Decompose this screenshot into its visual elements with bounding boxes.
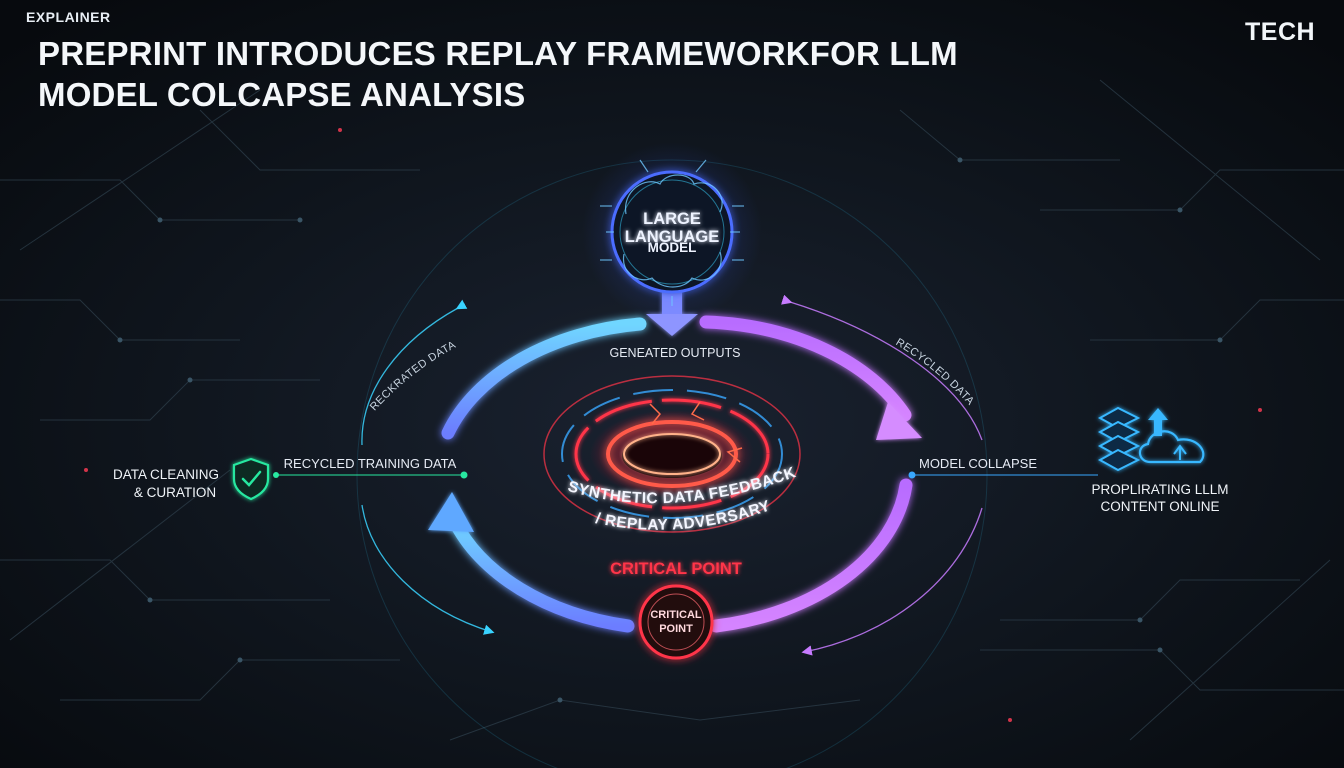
page-title-line2: MODEL COLCAPSE ANALYSIS	[38, 76, 526, 113]
brand-logo: TECH	[1245, 18, 1316, 46]
data-cleaning-line1: DATA CLEANING	[113, 467, 219, 482]
llm-label-line2: LANGUAGE	[625, 228, 719, 246]
page-title-line1: PREPRINT INTRODUCES REPLAY FRAMEWORKFOR …	[38, 35, 958, 72]
data-cleaning-line2: & CURATION	[134, 485, 216, 500]
proliferating-line2: CONTENT ONLINE	[1100, 499, 1219, 514]
llm-label: LARGE LANGUAGE	[625, 210, 719, 246]
critical-badge-line2: POINT	[659, 623, 693, 635]
collapse-arrowhead	[876, 402, 922, 440]
kicker-label: EXPLAINER	[26, 9, 111, 25]
brain-circuit-icon	[600, 159, 744, 306]
recycled-training-data-label: RECYCLED TRAINING DATA	[284, 456, 457, 471]
main-ring-left	[441, 317, 647, 633]
proliferating-line1: PROPLIRATING LLLM	[1091, 482, 1228, 497]
llm-label-line1: LARGE	[643, 210, 701, 228]
recycle-arrowhead	[428, 492, 474, 532]
llm-node	[582, 142, 762, 322]
model-collapse-label: MODEL COLLAPSE	[919, 456, 1037, 471]
circuit-nodes	[84, 128, 1262, 722]
right-lower-arc	[801, 507, 983, 656]
page-title: PREPRINT INTRODUCES REPLAY FRAMEWORKFOR …	[38, 33, 958, 115]
left-lower-arc	[361, 504, 495, 635]
main-ring-right	[699, 315, 913, 633]
llm-label-line3: MODEL	[648, 240, 697, 255]
right-connector-dot	[908, 471, 916, 479]
right-recycled-arc	[781, 294, 983, 441]
left-connector-dot	[460, 471, 468, 479]
critical-point-badge: CRITICAL POINT	[638, 584, 714, 660]
server-cloud-upload-icon	[1097, 406, 1205, 472]
shield-icon	[232, 457, 270, 501]
left-recycled-arc	[361, 299, 468, 446]
left-connector-start-dot	[273, 472, 279, 478]
generated-outputs-label: GENEATED OUTPUTS	[609, 346, 740, 360]
critical-badge-line1: CRITICAL	[650, 609, 702, 621]
replay-vortex	[543, 375, 801, 533]
critical-point-label: CRITICAL POINT	[610, 560, 742, 578]
